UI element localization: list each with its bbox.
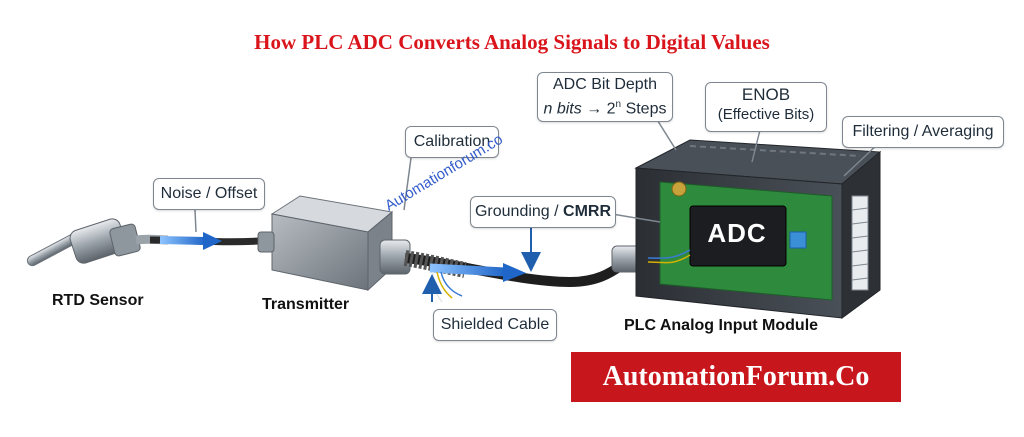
cmrr-text: CMRR [563, 203, 611, 220]
callout-enob: ENOB (Effective Bits) [705, 82, 827, 132]
callout-adc-bit-depth: ADC Bit Depth n bits → 2n Steps [537, 72, 673, 122]
callout-filtering-text: Filtering / Averaging [852, 123, 993, 140]
callout-shielded-cable-text: Shielded Cable [441, 316, 550, 333]
callout-shielded-cable: Shielded Cable [433, 309, 557, 341]
label-transmitter: Transmitter [262, 296, 349, 314]
rtd-sensor-graphic [26, 217, 168, 268]
cable-sensor-to-transmitter [150, 232, 272, 250]
label-plc-module: PLC Analog Input Module [624, 317, 818, 335]
callout-noise-offset-text: Noise / Offset [161, 185, 258, 202]
brand-banner: AutomationForum.Co [571, 352, 901, 402]
adc-bit-depth-arrow: → 2 [586, 100, 615, 117]
enob-line1: ENOB [706, 85, 826, 105]
enob-line2: (Effective Bits) [706, 105, 826, 125]
callout-noise-offset: Noise / Offset [153, 178, 265, 210]
adc-bit-depth-nbits: n bits [544, 100, 582, 117]
diagram-title: How PLC ADC Converts Analog Signals to D… [0, 30, 1024, 55]
adc-bit-depth-line1: ADC Bit Depth [538, 75, 672, 95]
callout-filtering-averaging: Filtering / Averaging [842, 116, 1004, 148]
grounding-text: Grounding / [475, 203, 563, 220]
label-rtd-sensor: RTD Sensor [52, 292, 144, 310]
adc-bit-depth-line2: n bits → 2n Steps [538, 95, 672, 119]
shielded-cable-graphic [405, 246, 642, 302]
adc-bit-depth-exponent: n [616, 99, 622, 110]
callout-grounding-cmrr: Grounding / CMRR [470, 196, 616, 228]
adc-chip-label: ADC [697, 218, 777, 249]
adc-bit-depth-steps: Steps [626, 100, 667, 117]
